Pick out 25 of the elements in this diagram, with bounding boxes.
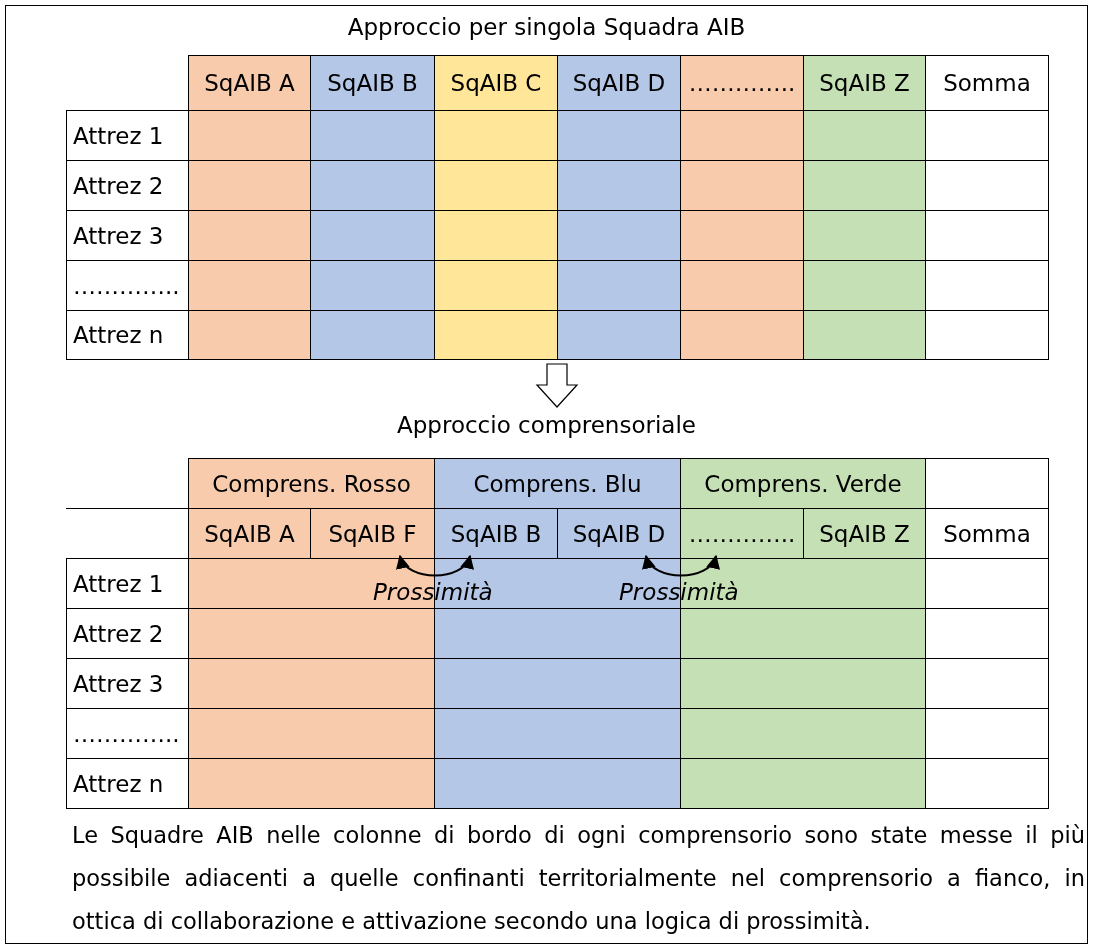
group-header: Comprens. Rosso xyxy=(188,458,435,509)
group-header: Comprens. Verde xyxy=(680,458,926,509)
group-header: Comprens. Blu xyxy=(434,458,681,509)
row-label: Attrez 1 xyxy=(66,110,189,161)
column-header: SqAIB F xyxy=(310,508,435,559)
column-header: SqAIB C xyxy=(434,55,558,111)
column-header: ………….. xyxy=(680,508,804,559)
curved-arrow xyxy=(398,554,472,577)
row-label: Attrez 1 xyxy=(66,558,189,609)
column-header: ………….. xyxy=(680,55,804,111)
column-header: SqAIB B xyxy=(434,508,558,559)
column-header: SqAIB Z xyxy=(803,508,926,559)
column-header: SqAIB D xyxy=(557,55,681,111)
column-header: Somma xyxy=(925,55,1049,111)
column-header: SqAIB D xyxy=(557,508,681,559)
table-title: Approccio per singola Squadra AIB xyxy=(347,14,746,40)
column-header: SqAIB Z xyxy=(803,55,926,111)
column-header: SqAIB A xyxy=(188,508,311,559)
table-title: Approccio comprensoriale xyxy=(397,412,696,438)
curved-arrow xyxy=(644,554,718,577)
row-label: Attrez n xyxy=(66,310,189,360)
column-header: SqAIB A xyxy=(188,55,311,111)
note-text: Le Squadre AIB nelle colonne di bordo di ogni comprensorio sono state messe il più possibile adiacenti a quelle confinanti territorialmente nel comprensorio a fianco, in ottica di collaborazione e attivazione secondo una logica di prossimità. xyxy=(72,821,1085,936)
row-label: Attrez n xyxy=(66,758,189,809)
column-header: SqAIB B xyxy=(310,55,435,111)
